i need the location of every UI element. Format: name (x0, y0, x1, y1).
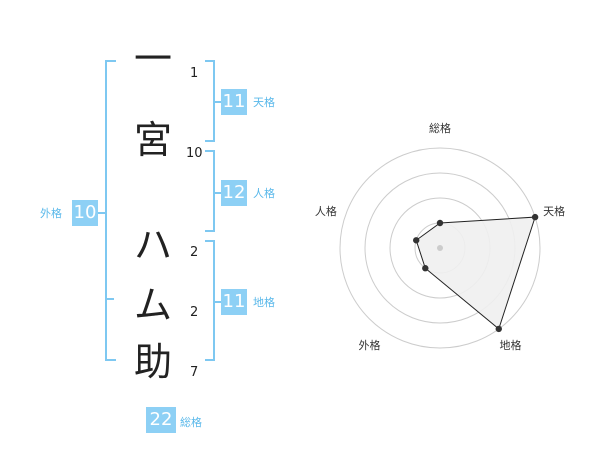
soukaku-value-badge: 22 (146, 407, 176, 433)
name-char-3: ハ (133, 223, 172, 267)
tenkaku-label: 天格 (253, 96, 275, 109)
radar-point-4 (422, 265, 429, 272)
name-char-4: ム (133, 283, 172, 327)
gaikaku-bracket (105, 60, 116, 361)
radar-axis-label: 天格 (543, 204, 565, 218)
radar-point-3 (495, 325, 502, 333)
stroke-count-5: 7 (190, 365, 199, 380)
stroke-count-2: 10 (186, 146, 203, 161)
soukaku-label: 総格 (180, 416, 202, 429)
gaikaku-bracket-tick-mid (105, 298, 114, 300)
radar-center-dot (437, 245, 443, 251)
stroke-count-3: 2 (190, 245, 199, 260)
name-char-2: 宮 (133, 118, 172, 162)
chikaku-value-badge: 11 (221, 289, 247, 315)
radar-point-1 (436, 219, 444, 227)
radar-ring-4 (339, 147, 541, 349)
tenkaku-bracket-connector (213, 101, 221, 103)
jinkaku-bracket-connector (213, 192, 221, 194)
jinkaku-label: 人格 (253, 187, 275, 200)
radar-point-2 (531, 213, 539, 221)
gaikaku-value-badge: 10 (72, 200, 98, 226)
chikaku-bracket-connector (213, 301, 221, 303)
tenkaku-value-badge: 11 (221, 89, 247, 115)
radar-axis-label: 外格 (358, 338, 380, 352)
stroke-count-1: 1 (190, 66, 199, 81)
radar-axis-label: 地格 (500, 338, 522, 352)
radar-axis-label: 総格 (429, 121, 451, 135)
jinkaku-value-badge: 12 (221, 180, 247, 206)
name-char-1: 一 (133, 37, 172, 81)
radar-point-5 (413, 237, 420, 244)
jinkaku-bracket (205, 150, 215, 232)
radar-value-polygon (415, 216, 536, 330)
radar-axis-label: 人格 (315, 204, 337, 218)
gaikaku-bracket-connector (98, 212, 105, 214)
name-char-5: 助 (133, 340, 172, 384)
chikaku-label: 地格 (253, 296, 275, 309)
stroke-count-4: 2 (190, 305, 199, 320)
chikaku-bracket (205, 240, 215, 361)
gaikaku-label: 外格 (40, 207, 62, 220)
